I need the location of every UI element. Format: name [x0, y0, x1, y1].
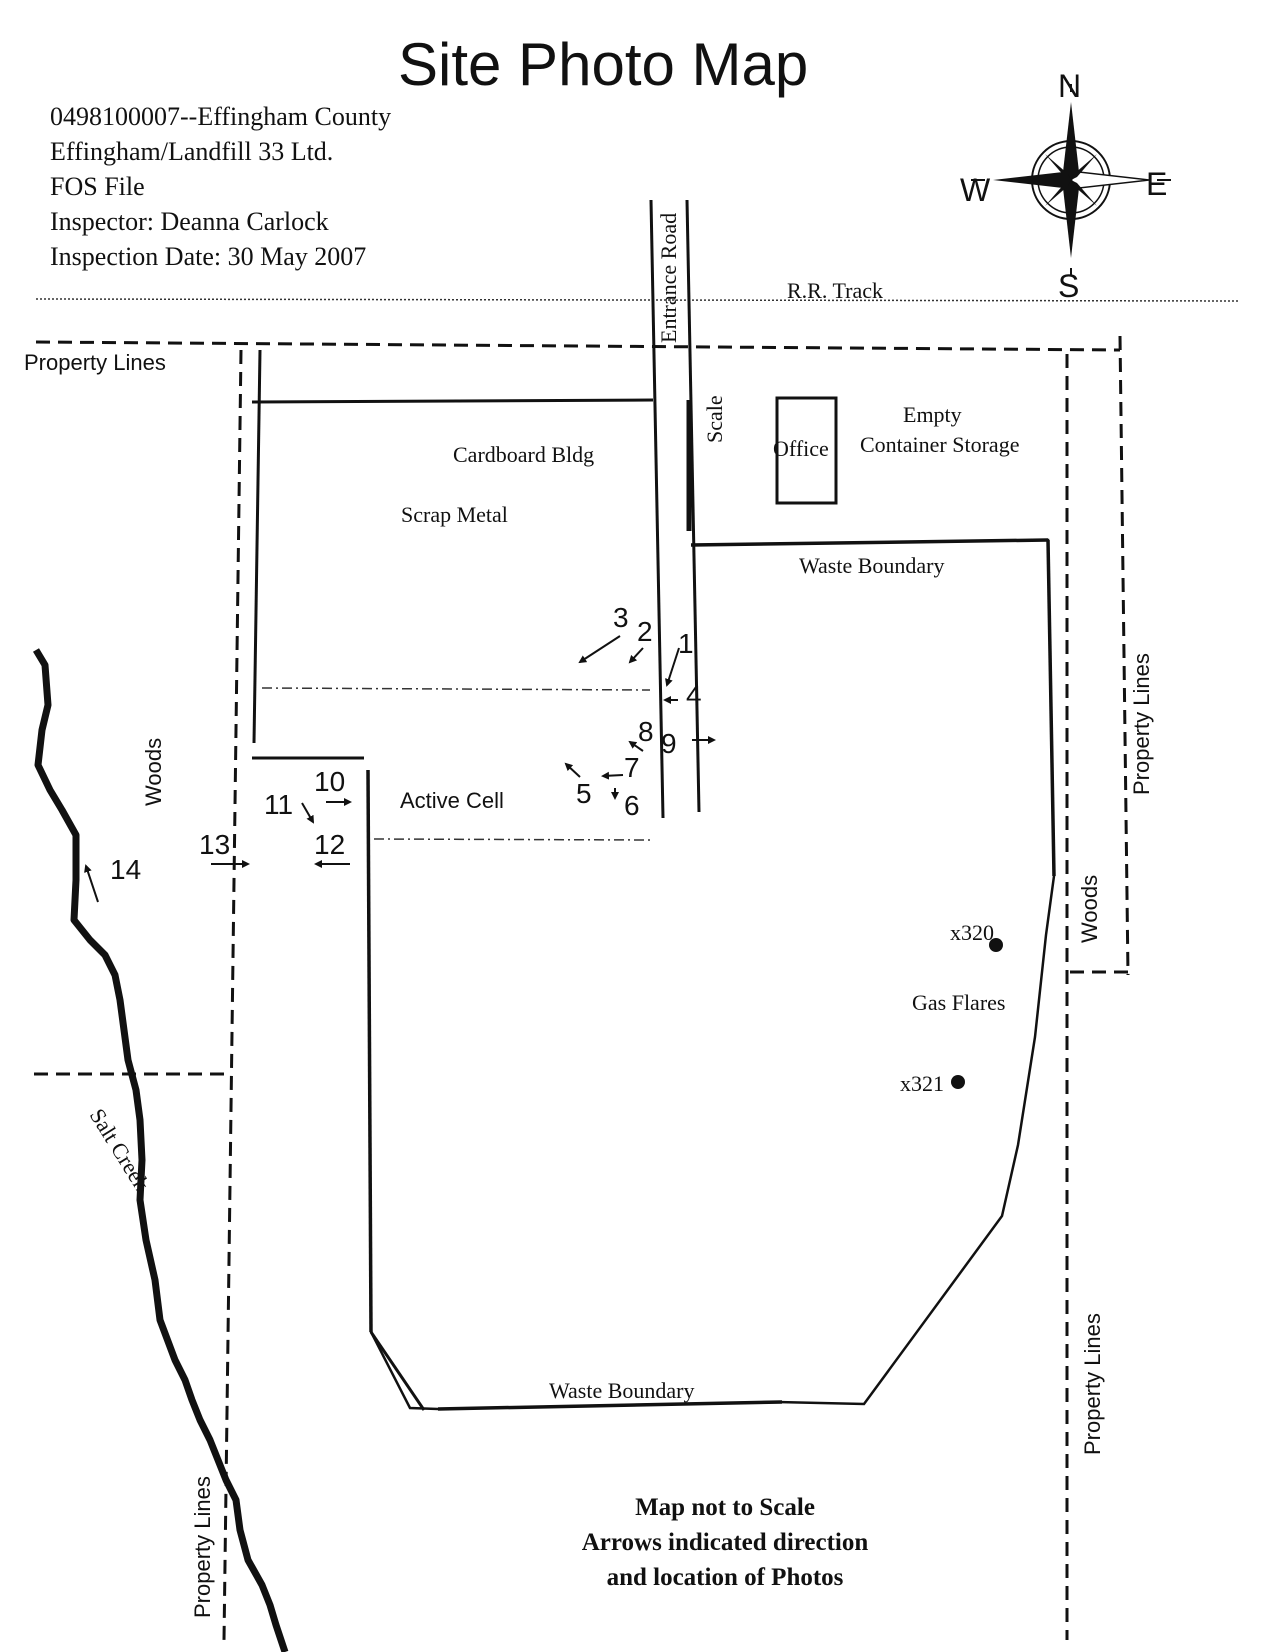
- label-woods-left: Woods: [141, 737, 166, 806]
- label-office: Office: [773, 436, 829, 461]
- arrow-7: [601, 771, 624, 780]
- photo-label-13: 13: [199, 829, 231, 860]
- photo-label-12: 12: [314, 829, 346, 860]
- salt-creek-line: [32, 648, 289, 1652]
- facility-boundary: [251, 349, 654, 760]
- entrance-road-lines: [649, 199, 701, 819]
- arrow-1: [665, 647, 680, 687]
- compass-e: E: [1146, 166, 1168, 202]
- arrow-5: [564, 762, 581, 778]
- label-empty: Empty: [903, 402, 962, 427]
- compass-rose-icon: [971, 84, 1171, 276]
- flare-dot-320: [989, 938, 1003, 952]
- label-gas-flares: Gas Flares: [912, 990, 1006, 1015]
- map-note-line3: and location of Photos: [606, 1564, 844, 1591]
- arrow-11: [301, 802, 315, 824]
- photo-label-14: 14: [110, 854, 142, 885]
- property-lines: [34, 335, 1130, 1641]
- photo-arrows: [84, 635, 716, 903]
- arrow-2: [628, 647, 644, 664]
- label-property-lines-right-top: Property Lines: [1129, 653, 1154, 795]
- compass-s: S: [1058, 268, 1080, 304]
- label-property-lines-right-bottom: Property Lines: [1080, 1313, 1105, 1455]
- label-container-storage: Container Storage: [860, 432, 1020, 457]
- compass-n: N: [1058, 68, 1082, 104]
- photo-label-9: 9: [661, 728, 677, 759]
- photo-label-2: 2: [637, 616, 653, 647]
- label-woods-right: Woods: [1077, 874, 1102, 943]
- label-flare-320: x320: [950, 920, 994, 945]
- header-inspector: Inspector: Deanna Carlock: [50, 207, 329, 236]
- photo-label-6: 6: [624, 790, 640, 821]
- photo-label-4: 4: [686, 680, 702, 711]
- label-property-lines-top: Property Lines: [24, 350, 166, 375]
- label-waste-boundary-bottom: Waste Boundary: [549, 1378, 695, 1403]
- waste-boundary: [366, 538, 1056, 1411]
- label-scrap-metal: Scrap Metal: [401, 502, 508, 527]
- compass-w: W: [960, 172, 991, 208]
- arrow-14: [84, 864, 99, 903]
- label-scale: Scale: [702, 395, 727, 443]
- photo-label-5: 5: [576, 778, 592, 809]
- header-date: Inspection Date: 30 May 2007: [50, 242, 367, 271]
- office-box: [775, 396, 838, 505]
- arrow-8: [628, 740, 644, 752]
- header-file: FOS File: [50, 172, 145, 201]
- label-property-lines-bottom-left: Property Lines: [190, 1476, 215, 1618]
- header-site-id: 0498100007--Effingham County: [50, 102, 392, 131]
- cell-division-lines: [261, 687, 651, 841]
- label-waste-boundary-top: Waste Boundary: [799, 553, 945, 578]
- flare-dot-321: [951, 1075, 965, 1089]
- photo-label-11: 11: [264, 789, 294, 820]
- header-facility: Effingham/Landfill 33 Ltd.: [50, 137, 334, 166]
- photo-label-3: 3: [613, 602, 629, 633]
- map-note: Map not to Scale Arrows indicated direct…: [520, 1490, 930, 1595]
- label-active-cell: Active Cell: [400, 788, 504, 813]
- label-entrance-road: Entrance Road: [656, 212, 681, 343]
- map-note-line1: Map not to Scale: [635, 1494, 815, 1521]
- label-rr-track: R.R. Track: [787, 278, 883, 303]
- label-flare-321: x321: [900, 1071, 944, 1096]
- photo-label-8: 8: [638, 716, 654, 747]
- arrow-3: [578, 635, 621, 664]
- photo-label-1: 1: [678, 628, 694, 659]
- label-cardboard-bldg: Cardboard Bldg: [453, 442, 595, 467]
- page-title: Site Photo Map: [398, 31, 809, 98]
- photo-label-10: 10: [314, 766, 346, 797]
- photo-label-7: 7: [624, 752, 640, 783]
- rr-track-line: [35, 298, 1241, 302]
- map-note-line2: Arrows indicated direction: [581, 1529, 869, 1556]
